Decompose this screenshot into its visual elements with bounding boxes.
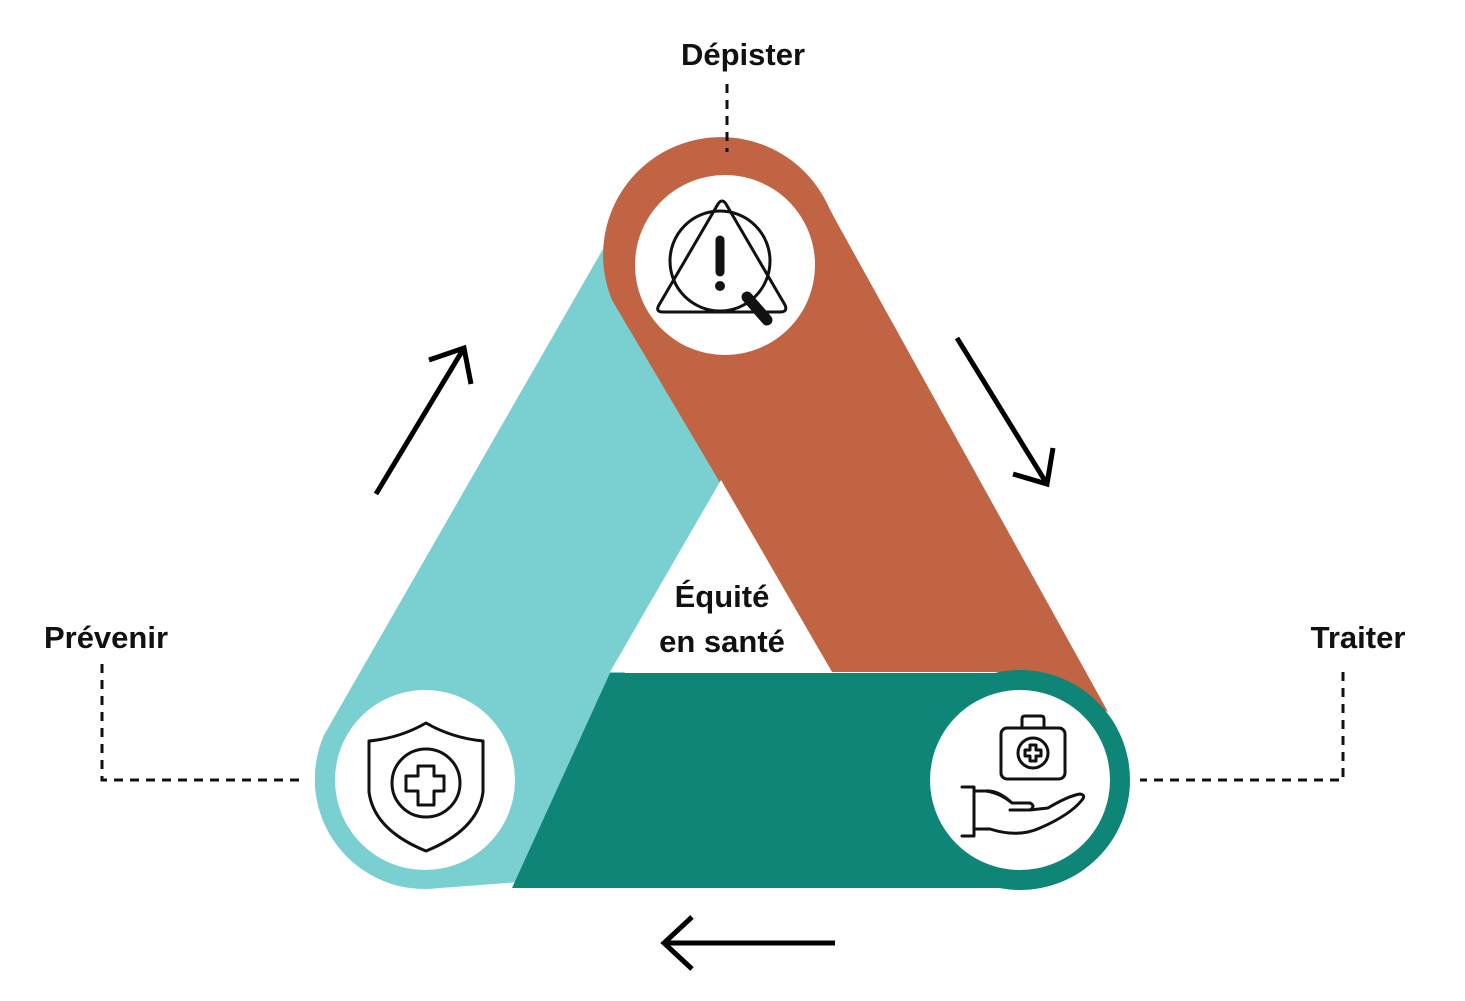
prevenir-icon-background [335, 690, 515, 870]
center-triangle [610, 480, 832, 672]
prevenir-label: Prévenir [44, 620, 168, 655]
center-label-line1: Équité [675, 579, 770, 614]
prevenir-connector [100, 664, 305, 782]
depister-icon-background [635, 175, 815, 355]
hand-medical-kit-icon [960, 714, 1086, 838]
shield-cross-icon [367, 721, 485, 853]
center-label-line2: en santé [659, 624, 785, 659]
arrow-down-right-icon [954, 336, 1056, 488]
traiter-label: Traiter [1311, 620, 1406, 655]
depister-label: Dépister [681, 37, 805, 72]
magnifier-warning-icon [656, 199, 788, 326]
traiter-connector [1140, 672, 1345, 782]
traiter-band [512, 673, 1020, 888]
traiter-band-shape [512, 673, 1020, 888]
arrow-left-icon [660, 915, 835, 971]
arrow-up-right-icon [373, 344, 474, 496]
